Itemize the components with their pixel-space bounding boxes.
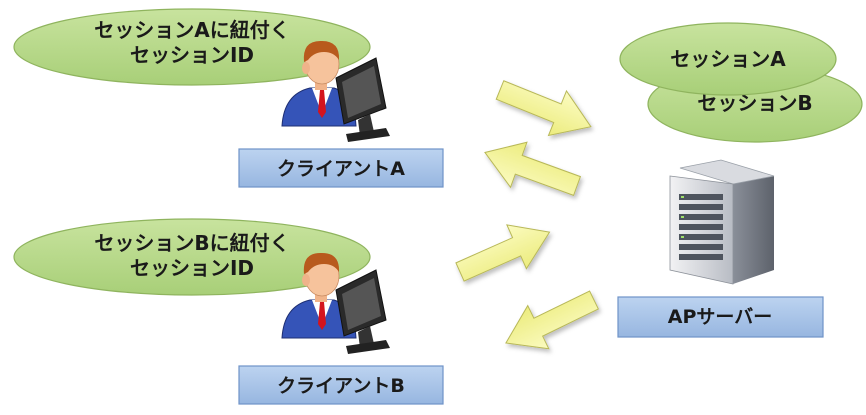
- server-session-a-bubble: セッションA: [619, 22, 837, 96]
- client-a-label: クライアントA: [238, 148, 444, 188]
- client-a-bubble: セッションAに紐付く セッションID: [13, 8, 371, 86]
- server-label-text: APサーバー: [668, 306, 772, 328]
- client-b-bubble-line1: セッションBに紐付く: [94, 231, 289, 255]
- client-a-bubble-line2: セッションID: [130, 43, 254, 67]
- client-a-label-text: クライアントA: [277, 158, 405, 180]
- arrow-server-to-client-b: [494, 277, 606, 366]
- server-label: APサーバー: [617, 296, 824, 338]
- client-b-label-text: クライアントB: [277, 375, 405, 397]
- arrow-server-to-client-a: [476, 129, 586, 210]
- arrow-client-a-to-server: [490, 67, 601, 150]
- server-session-a-text: セッションA: [670, 47, 786, 71]
- client-a-bubble-line1: セッションAに紐付く: [94, 18, 289, 42]
- client-b-label: クライアントB: [238, 365, 444, 405]
- server-tower-icon: [669, 159, 775, 285]
- client-b-bubble: セッションBに紐付く セッションID: [13, 218, 371, 296]
- arrow-client-b-to-server: [449, 209, 560, 295]
- client-b-bubble-line2: セッションID: [130, 256, 254, 280]
